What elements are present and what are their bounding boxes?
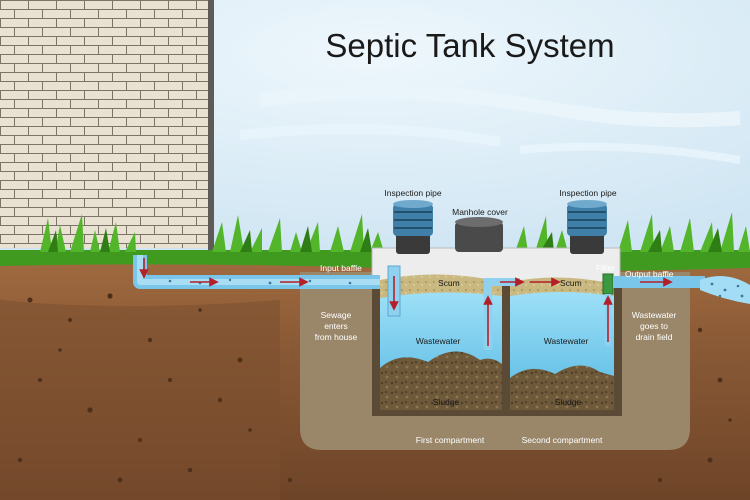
label-wastewater-left: Wastewater <box>416 336 461 346</box>
label-sewage-enters-1: Sewage <box>321 310 352 320</box>
scum-layer-first <box>380 274 502 298</box>
wall-edge <box>208 0 214 250</box>
grass-blades <box>40 212 750 252</box>
label-inspection-pipe-left: Inspection pipe <box>384 188 441 198</box>
label-wastewater-goes-2: goes to <box>640 321 668 331</box>
label-sewage-enters-3: from house <box>315 332 358 342</box>
manhole-cover <box>455 217 503 252</box>
inspection-pipe-right <box>567 200 607 254</box>
label-filter: Filter <box>596 263 615 273</box>
label-sludge-left: Sludge <box>433 397 460 407</box>
soil-pebbles <box>17 293 742 483</box>
grass-blades-dark <box>48 226 722 252</box>
diagram-title: Septic Tank System <box>325 27 614 64</box>
outlet-spray-dots <box>710 282 744 298</box>
tank-floor <box>372 410 622 416</box>
cloud-streak <box>259 85 741 128</box>
sludge-layer-first <box>380 351 502 410</box>
label-first-compartment: First compartment <box>416 435 485 445</box>
label-scum-left: Scum <box>438 278 460 288</box>
cloud-streak <box>239 123 501 147</box>
house-brick-wall <box>0 0 212 248</box>
inspection-pipe-left <box>393 200 433 254</box>
tank-divider <box>502 282 510 414</box>
soil-layer <box>0 300 280 500</box>
label-sewage-enters-2: enters <box>324 321 348 331</box>
filter <box>602 273 614 295</box>
label-sludge-right: Sludge <box>555 397 582 407</box>
cloud-streak <box>519 142 741 164</box>
label-input-baffle: Input baffle <box>320 263 362 273</box>
label-inspection-pipe-right: Inspection pipe <box>559 188 616 198</box>
label-wastewater-goes-1: Wastewater <box>632 310 677 320</box>
tank-wall-right <box>614 282 622 414</box>
label-second-compartment: Second compartment <box>522 435 603 445</box>
sludge-layer-second <box>510 365 614 410</box>
label-manhole-cover: Manhole cover <box>452 207 508 217</box>
label-output-baffle: Output baffle <box>625 269 674 279</box>
tank-wall-left <box>372 282 380 414</box>
label-wastewater-goes-3: drain field <box>636 332 673 342</box>
label-wastewater-right: Wastewater <box>544 336 589 346</box>
label-scum-right: Scum <box>560 278 582 288</box>
